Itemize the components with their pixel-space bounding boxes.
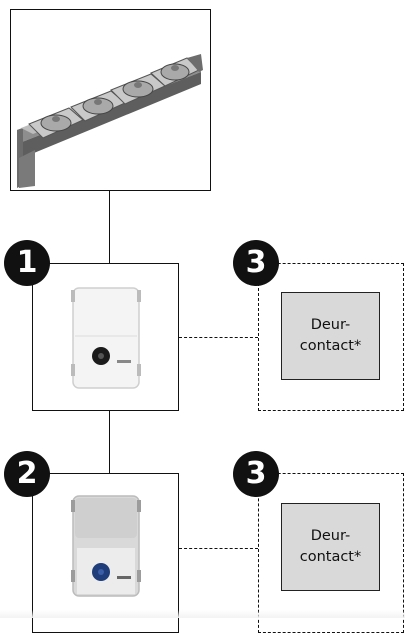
- connector-line: [109, 411, 110, 474]
- fan-rail-box: [10, 9, 211, 191]
- step-badge-2: 2: [4, 451, 50, 497]
- bottom-edge: [0, 610, 405, 618]
- fan-speed-controller-white-icon: [71, 287, 141, 389]
- dashed-connector: [179, 337, 258, 338]
- door-contact-label: Deur- contact*: [281, 503, 380, 591]
- fan-speed-controller-grey-icon: [71, 495, 141, 597]
- step-badge-3: 3: [233, 240, 279, 286]
- door-contact-line1: Deur-: [310, 316, 351, 333]
- door-contact-line1: Deur-: [310, 527, 351, 544]
- door-contact-label: Deur- contact*: [281, 292, 380, 380]
- fan-rail-icon: [17, 54, 203, 188]
- door-contact-line2: contact*: [299, 549, 362, 565]
- option-box: [258, 263, 404, 411]
- unit-2-box: [32, 473, 179, 633]
- unit-1-box: [32, 263, 179, 411]
- step-badge-1: 1: [4, 240, 50, 286]
- connector-line: [109, 191, 110, 264]
- dashed-connector: [179, 548, 258, 549]
- door-contact-line2: contact*: [299, 338, 362, 354]
- step-badge-3: 3: [233, 451, 279, 497]
